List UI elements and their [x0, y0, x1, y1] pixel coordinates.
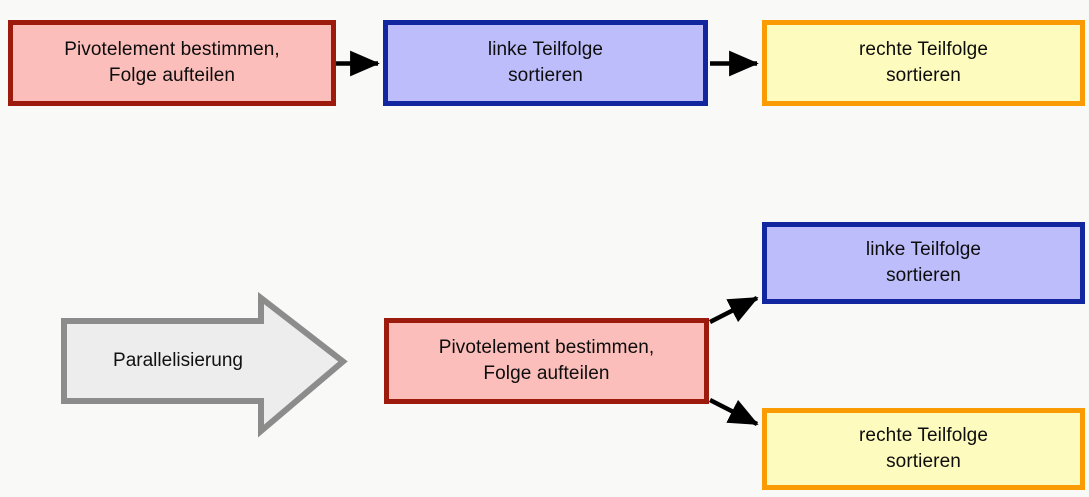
node-parallel-right-subsequence[interactable]: rechte Teilfolge sortieren — [762, 408, 1085, 490]
node-parallel-pivot[interactable]: Pivotelement bestimmen, Folge aufteilen — [384, 318, 709, 404]
node-parallel-left-subsequence[interactable]: linke Teilfolge sortieren — [762, 222, 1085, 304]
connector-parallel-pivot-to-right — [708, 397, 759, 427]
parallelization-label: Parallelisierung — [113, 350, 243, 371]
node-sequential-pivot[interactable]: Pivotelement bestimmen, Folge aufteilen — [8, 20, 336, 106]
node-sequential-left-subsequence[interactable]: linke Teilfolge sortieren — [383, 20, 708, 106]
node-sequential-right-subsequence[interactable]: rechte Teilfolge sortieren — [762, 20, 1085, 106]
connector-parallel-pivot-to-left — [708, 295, 759, 325]
